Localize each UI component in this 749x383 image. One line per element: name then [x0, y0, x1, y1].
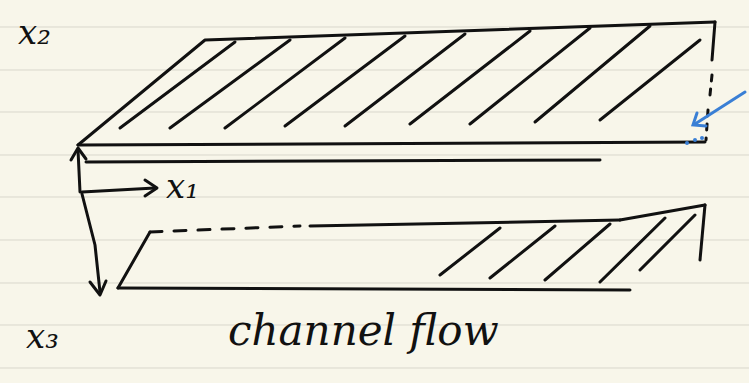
- coordinate-axes: [71, 148, 157, 295]
- top-plate: [78, 22, 715, 162]
- bottom-plate: [118, 205, 705, 290]
- flow-arrow: [693, 92, 745, 126]
- axis-label: x₁: [166, 168, 199, 205]
- notebook-lines: [0, 27, 749, 368]
- flow-dots: [685, 136, 704, 145]
- axis-label: x₂: [18, 14, 51, 51]
- axis-label: x₃: [26, 318, 59, 355]
- caption-label: channel flow: [228, 308, 499, 354]
